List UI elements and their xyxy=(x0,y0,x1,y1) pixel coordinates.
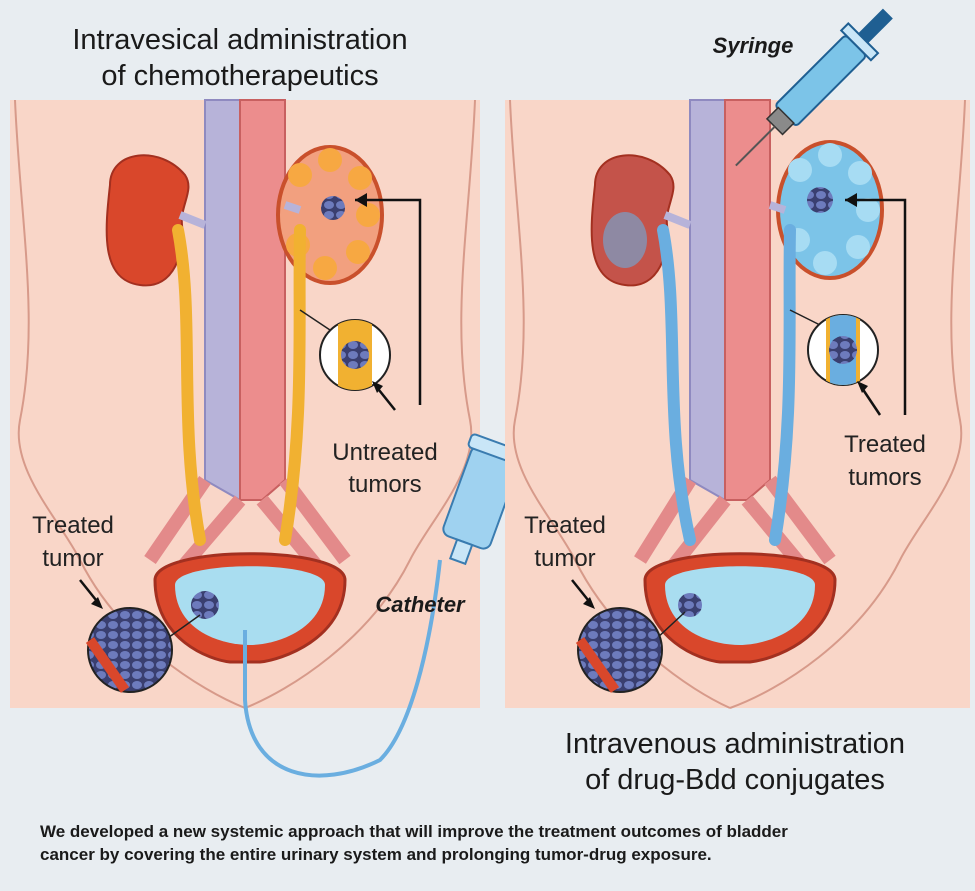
left-ureter-a xyxy=(172,224,206,546)
right-treated-label-1: Treated xyxy=(524,512,606,539)
syringe-needle xyxy=(735,125,776,167)
right-kidney-tumor xyxy=(807,187,833,213)
left-panel: Untreated tumors Treated tumor xyxy=(10,99,480,709)
right-title-line-2: of drug-Bdd conjugates xyxy=(585,764,885,796)
catheter-label: Catheter xyxy=(375,592,466,617)
left-title-line-2: of chemotherapeutics xyxy=(101,60,379,92)
right-aorta xyxy=(724,99,771,501)
right-ureter-b xyxy=(769,224,796,546)
left-bladder-leader xyxy=(164,614,201,641)
right-treated-tumors-arrow xyxy=(845,198,907,415)
left-title-line-1: Intravesical administration xyxy=(72,24,408,56)
right-treated-tumors-label-2: tumors xyxy=(848,464,921,491)
left-ureter-b xyxy=(279,224,306,546)
left-kidney-tumor xyxy=(321,196,345,220)
left-untreated-arrow xyxy=(355,198,422,405)
syringe-label: Syringe xyxy=(713,33,794,58)
right-panel: Treated tumors Treated tumor xyxy=(505,99,970,709)
right-treated-label-2: tumor xyxy=(534,545,595,572)
left-bladder-tumor xyxy=(191,591,219,619)
left-bladder-fluid xyxy=(175,566,325,645)
left-vena-cava xyxy=(204,99,241,502)
right-kidney-pyramids xyxy=(786,143,880,275)
right-renal-vessels xyxy=(663,201,787,229)
caption-line-1: We developed a new systemic approach tha… xyxy=(40,822,788,841)
left-treated-label-2: tumor xyxy=(42,545,103,572)
right-panel-title: Intravenous administration of drug-Bdd c… xyxy=(515,726,955,798)
left-magnifier-leader xyxy=(299,309,331,331)
left-kidney-a xyxy=(105,154,190,287)
catheter: Catheter xyxy=(243,433,529,778)
caption-line-2: cancer by covering the entire urinary sy… xyxy=(40,845,712,864)
caption: We developed a new systemic approach tha… xyxy=(40,820,940,866)
right-magnifier-leader xyxy=(789,309,821,326)
left-untreated-label-1: Untreated xyxy=(332,439,437,466)
catheter-bag xyxy=(442,433,529,566)
right-ureter-a xyxy=(657,224,696,546)
right-treated-tumors-label-1: Treated xyxy=(844,431,926,458)
catheter-tube xyxy=(243,559,442,778)
syringe: Syringe xyxy=(713,8,893,167)
right-bladder-tumor xyxy=(678,593,702,617)
left-renal-vessels xyxy=(178,201,302,229)
left-iliac-vessels xyxy=(144,475,351,575)
left-aorta xyxy=(239,99,286,501)
right-vena-cava xyxy=(689,99,726,502)
left-treated-label-1: Treated xyxy=(32,512,114,539)
left-untreated-label-2: tumors xyxy=(348,471,421,498)
left-panel-title: Intravesical administration of chemother… xyxy=(20,22,460,94)
right-title-line-1: Intravenous administration xyxy=(564,728,906,760)
right-iliac-vessels xyxy=(634,475,836,575)
right-bladder-fluid xyxy=(665,566,815,645)
syringe-plunger xyxy=(858,8,893,44)
